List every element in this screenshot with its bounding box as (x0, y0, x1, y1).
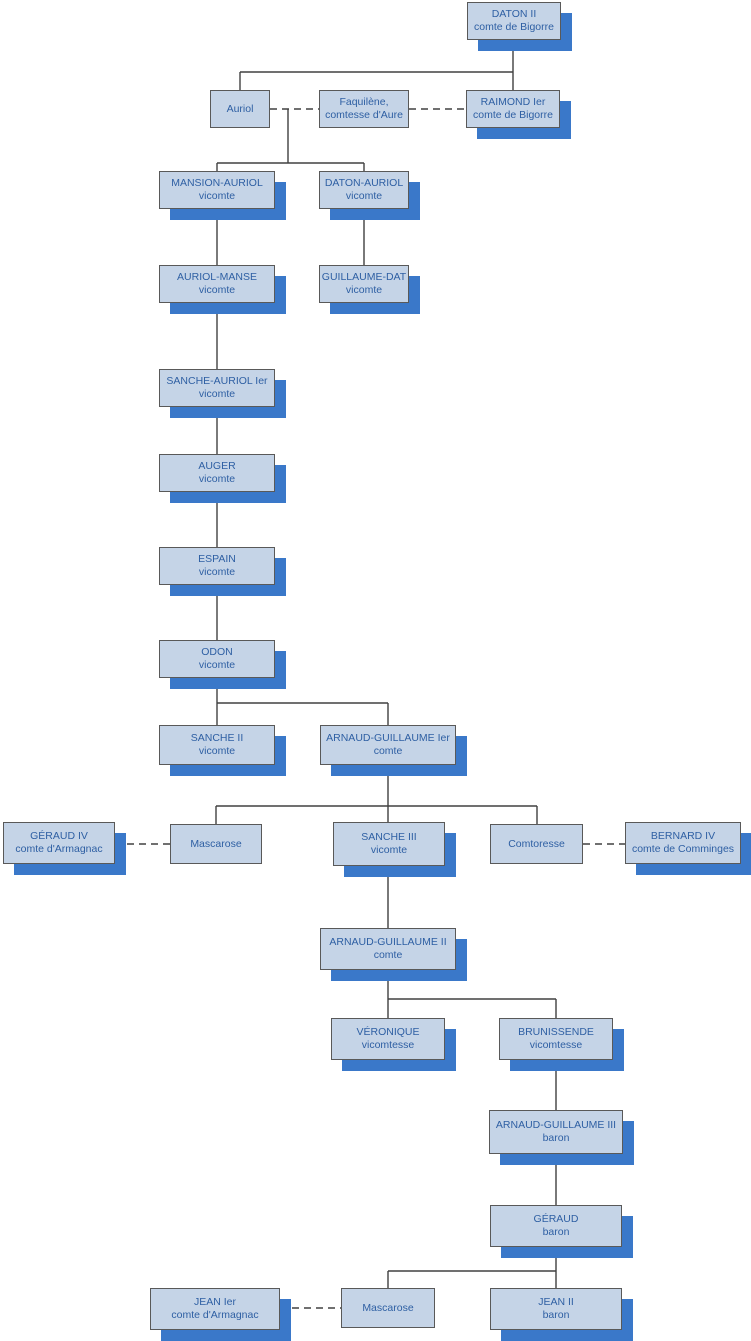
node-name-label: AUGER (198, 460, 236, 472)
node-name-label: ARNAUD-GUILLAUME Ier (326, 732, 450, 744)
node-name-label: SANCHE II (190, 732, 244, 744)
node-title-label: vicomte (198, 659, 236, 671)
node-name-label: JEAN Ier (193, 1296, 236, 1308)
node-name-label: GÉRAUD (533, 1213, 579, 1225)
node-name-label: GÉRAUD IV (30, 830, 88, 842)
node-name-label: RAIMOND Ier (480, 96, 546, 108)
node-title-label: vicomte (345, 190, 383, 202)
node-title-label: comtesse d'Aure (325, 109, 403, 121)
node-name-label: SANCHE-AURIOL Ier (166, 375, 268, 387)
node-name-label: DATON-AURIOL (324, 177, 404, 189)
node-title-label: vicomte (198, 284, 236, 296)
node-name-label: ARNAUD-GUILLAUME II (329, 936, 447, 948)
node-title-label: vicomte (345, 284, 383, 296)
node-title-label: baron (542, 1226, 570, 1238)
node-title-label: comte de Comminges (631, 843, 735, 855)
node-name-label: JEAN II (538, 1296, 574, 1308)
node-title-label: baron (542, 1309, 570, 1321)
node-name-label: ODON (201, 646, 233, 658)
node-name-label: Faquilène, (339, 96, 389, 108)
node-title-label: vicomtesse (361, 1039, 415, 1051)
node-name-label: BERNARD IV (650, 830, 716, 842)
node-comtoress[interactable]: Comtoresse (490, 824, 583, 864)
node-title-label: vicomte (370, 844, 408, 856)
node-title-label: comte de Bigorre (474, 21, 554, 33)
node-name-label: Mascarose (362, 1301, 414, 1314)
node-auriol[interactable]: Auriol (210, 90, 270, 128)
node-name-label: Auriol (226, 102, 254, 115)
node-title-label: vicomte (198, 566, 236, 578)
node-title-label: comte d'Armagnac (171, 1309, 259, 1321)
node-name-label: BRUNISSENDE (518, 1026, 594, 1038)
node-title-label: vicomte (198, 745, 236, 757)
node-mascaro2[interactable]: Mascarose (341, 1288, 435, 1328)
descent-daton2 (239, 40, 514, 90)
node-title-label: comte d'Armagnac (15, 843, 103, 855)
node-name-label: VÉRONIQUE (356, 1026, 420, 1038)
node-name-label: MANSION-AURIOL (171, 177, 263, 189)
node-title-label: vicomtesse (529, 1039, 583, 1051)
node-title-label: baron (542, 1132, 570, 1144)
node-title-label: vicomte (198, 388, 236, 400)
node-title-label: comte (373, 745, 403, 757)
node-mascaro1[interactable]: Mascarose (170, 824, 262, 864)
node-title-label: vicomte (198, 190, 236, 202)
node-name-label: Comtoresse (508, 837, 565, 850)
node-faquilene[interactable]: Faquilène,comtesse d'Aure (319, 90, 409, 128)
node-name-label: DATON II (491, 8, 537, 20)
node-title-label: comte de Bigorre (473, 109, 553, 121)
node-name-label: AURIOL-MANSE (177, 271, 257, 283)
node-name-label: Mascarose (190, 837, 242, 850)
node-name-label: GUILLAUME-DAT (321, 271, 407, 283)
node-title-label: vicomte (198, 473, 236, 485)
node-name-label: ARNAUD-GUILLAUME III (495, 1119, 617, 1131)
node-name-label: ESPAIN (198, 553, 236, 565)
node-name-label: SANCHE III (361, 831, 417, 843)
node-title-label: comte (373, 949, 403, 961)
